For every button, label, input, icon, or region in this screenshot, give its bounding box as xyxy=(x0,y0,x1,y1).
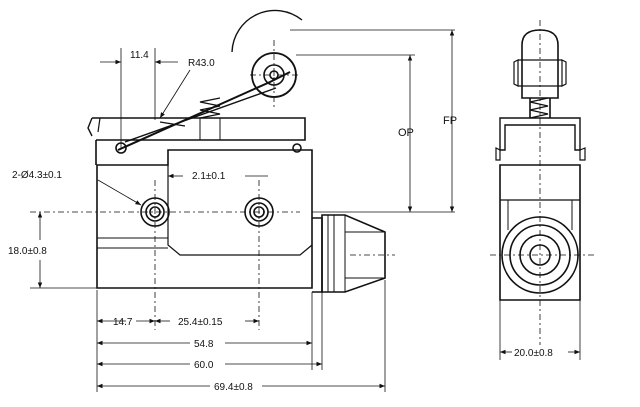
body-recess xyxy=(167,165,313,256)
dim-radius: R43.0 xyxy=(188,58,215,69)
actuation-arc xyxy=(231,9,303,53)
dim-54-8: 54.8 xyxy=(194,339,214,350)
dim-11-4: 11.4 xyxy=(130,50,149,61)
side-view-dimensions xyxy=(30,29,455,392)
plunger-housing xyxy=(312,217,323,293)
dim-holes: 2-Ø4.3±0.1 xyxy=(12,170,62,181)
dim-offset: 2.1±0.1 xyxy=(192,171,226,182)
lever-plate xyxy=(92,117,306,141)
label-fp: FP xyxy=(443,115,457,127)
end-view xyxy=(495,29,586,301)
dim-60: 60.0 xyxy=(194,360,214,371)
dim-hole-x: 14.7 xyxy=(113,317,133,328)
dim-69-4: 69.4±0.8 xyxy=(214,382,253,393)
rivet xyxy=(292,143,302,153)
label-op: OP xyxy=(398,127,414,139)
end-spring xyxy=(529,97,549,119)
threaded-nut xyxy=(321,214,386,293)
dim-height: 18.0±0.8 xyxy=(8,246,47,257)
end-bracket xyxy=(499,117,581,151)
dim-hole-pitch: 25.4±0.15 xyxy=(178,317,223,328)
dim-end-width: 20.0±0.8 xyxy=(514,348,553,359)
end-view-dimensions xyxy=(490,20,595,360)
spring xyxy=(199,97,221,119)
